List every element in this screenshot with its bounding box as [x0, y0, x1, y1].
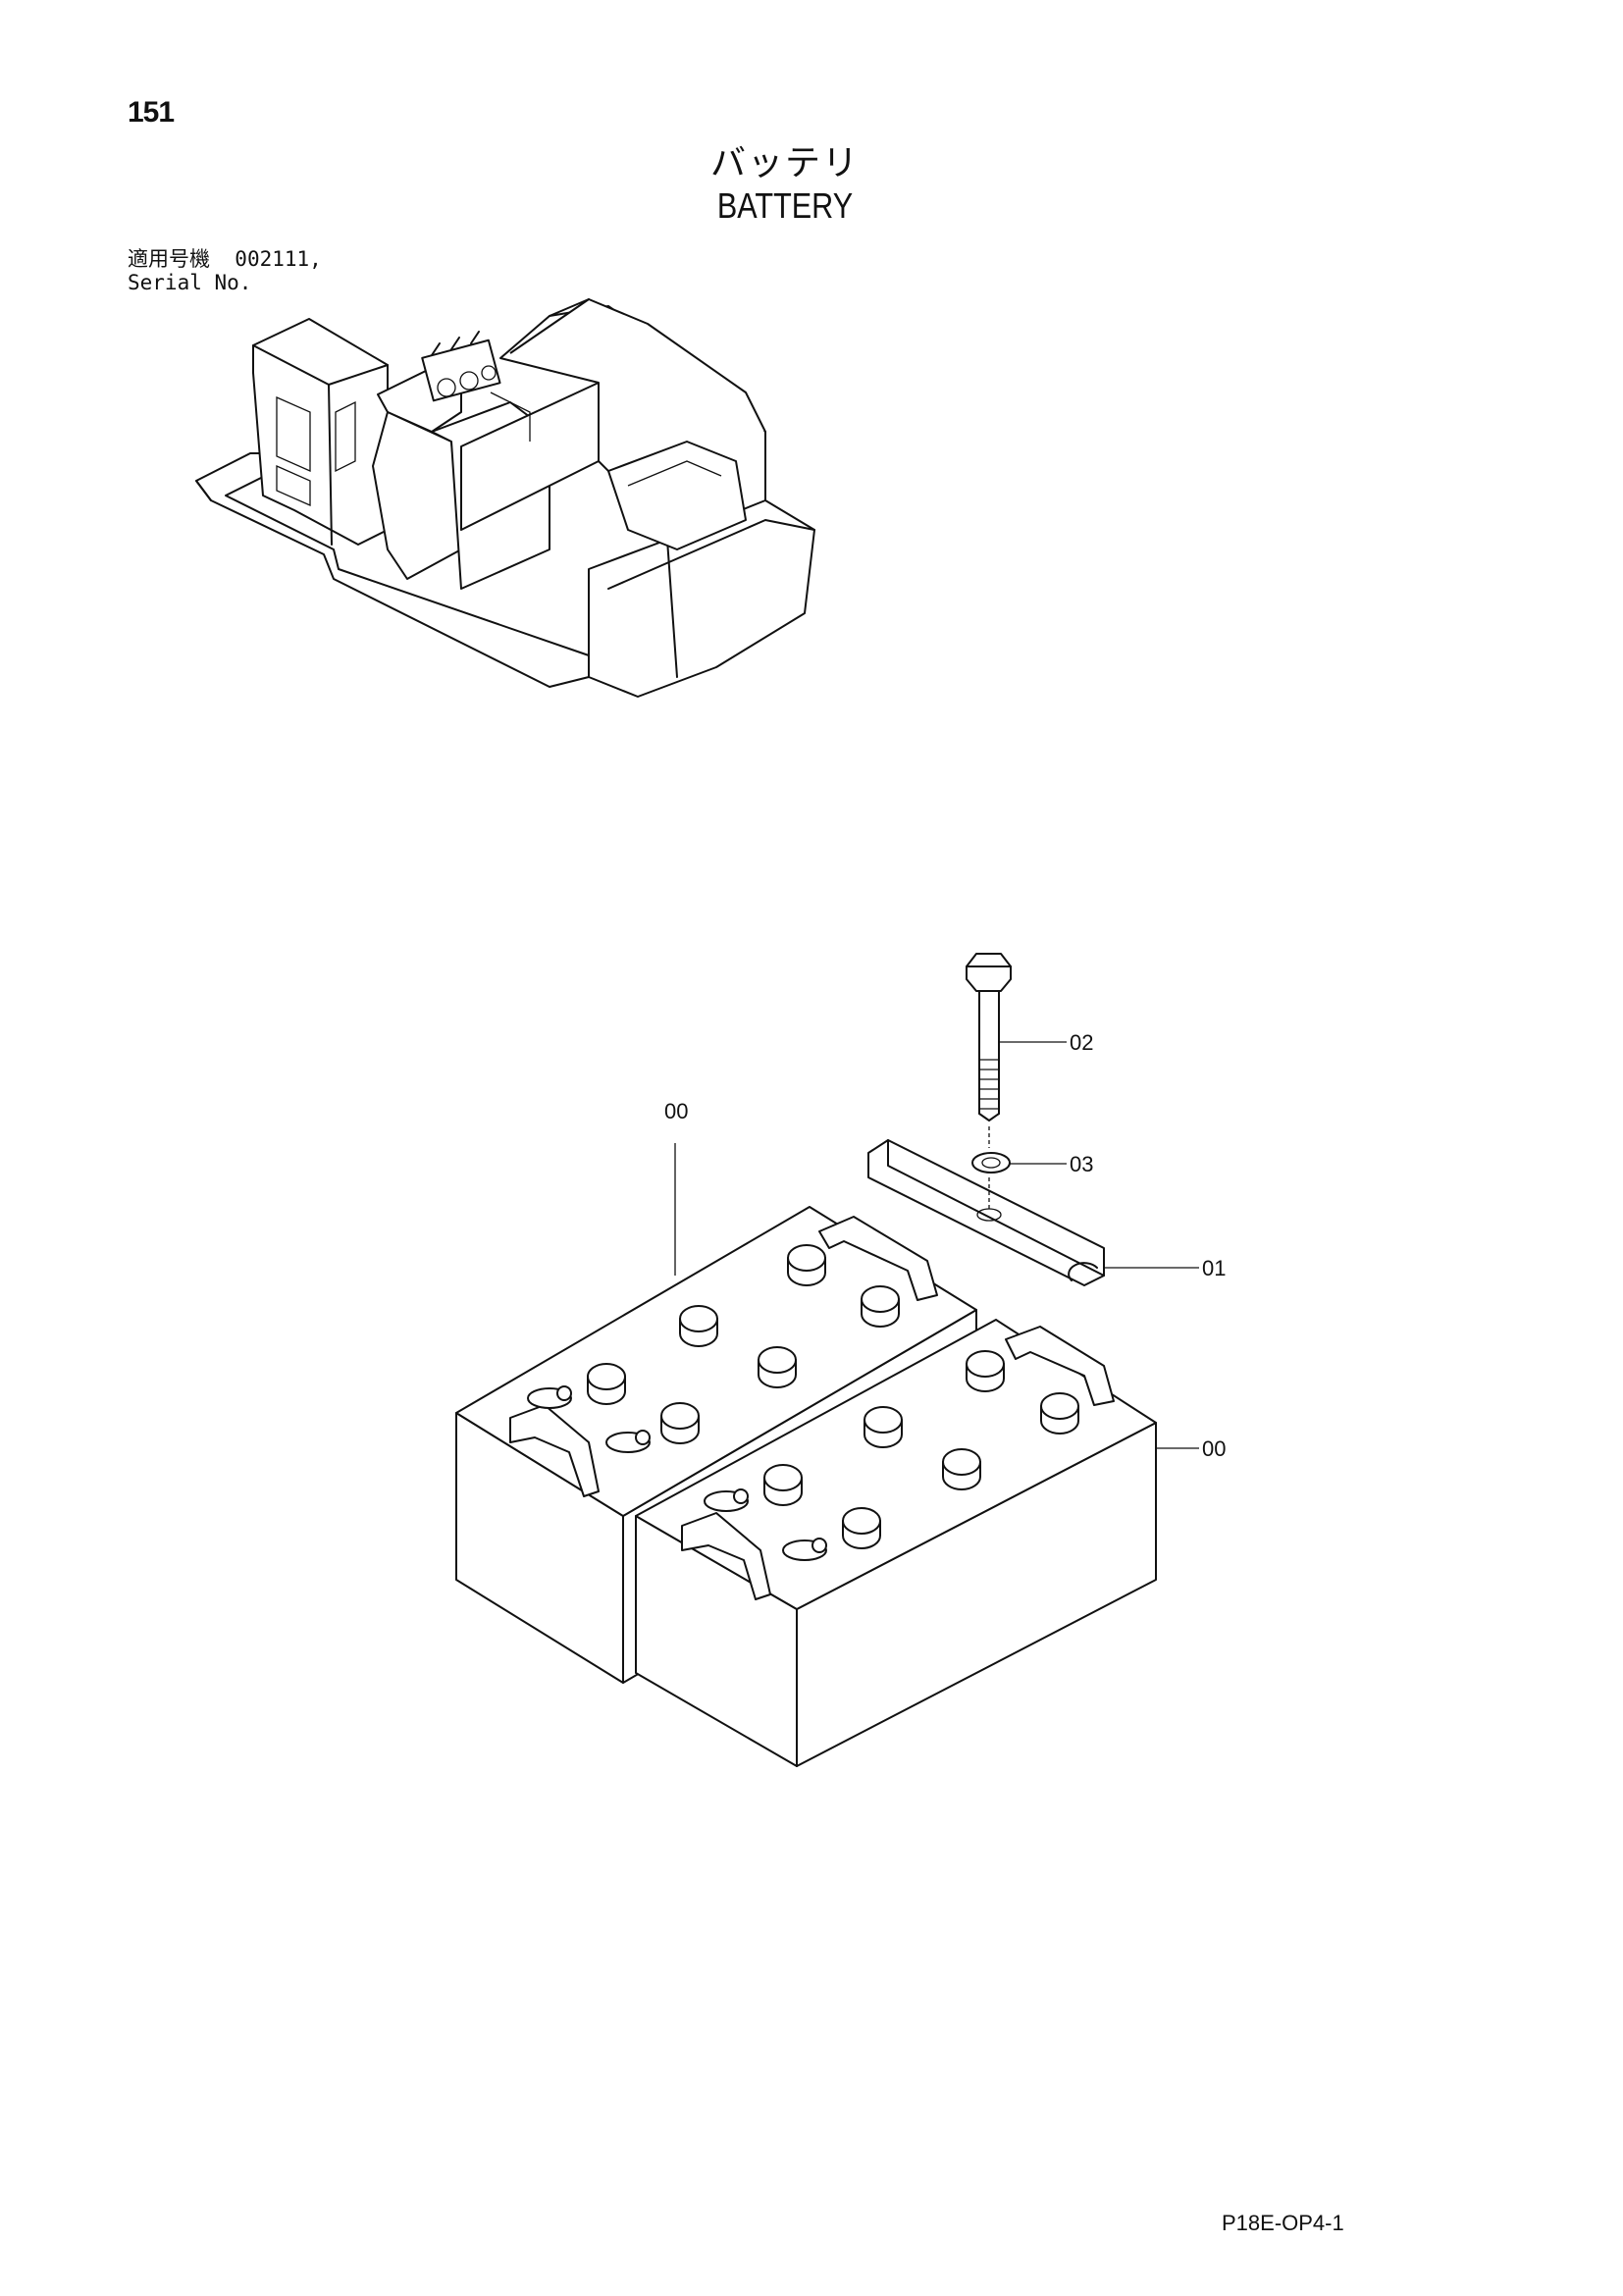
serial-info: 適用号機 002111, Serial No.: [128, 247, 322, 294]
callout-02: 02: [1070, 1030, 1093, 1055]
title-english: BATTERY: [716, 185, 854, 226]
serial-label-japanese: 適用号機: [128, 247, 210, 271]
page-number: 151: [128, 96, 175, 129]
title-block: バッテリ BATTERY: [638, 142, 932, 227]
callout-03: 03: [1070, 1152, 1093, 1176]
title-japanese: バッテリ: [709, 143, 860, 183]
serial-value: 002111,: [235, 247, 322, 271]
callout-01: 01: [1202, 1256, 1226, 1280]
machine-overview-illustration: [195, 298, 815, 698]
serial-label-english: Serial No.: [128, 271, 252, 294]
bolt: [966, 953, 1012, 1122]
battery-detail-illustration: 00 02 03 01 00: [455, 953, 1226, 1767]
battery-right: [635, 1319, 1157, 1767]
callout-00-left: 00: [664, 1099, 688, 1123]
hold-down-bar: [867, 1139, 1105, 1286]
callout-00-right: 00: [1202, 1436, 1226, 1461]
document-code: P18E-OP4-1: [1222, 2211, 1344, 2235]
spring-washer: [971, 1152, 1011, 1174]
